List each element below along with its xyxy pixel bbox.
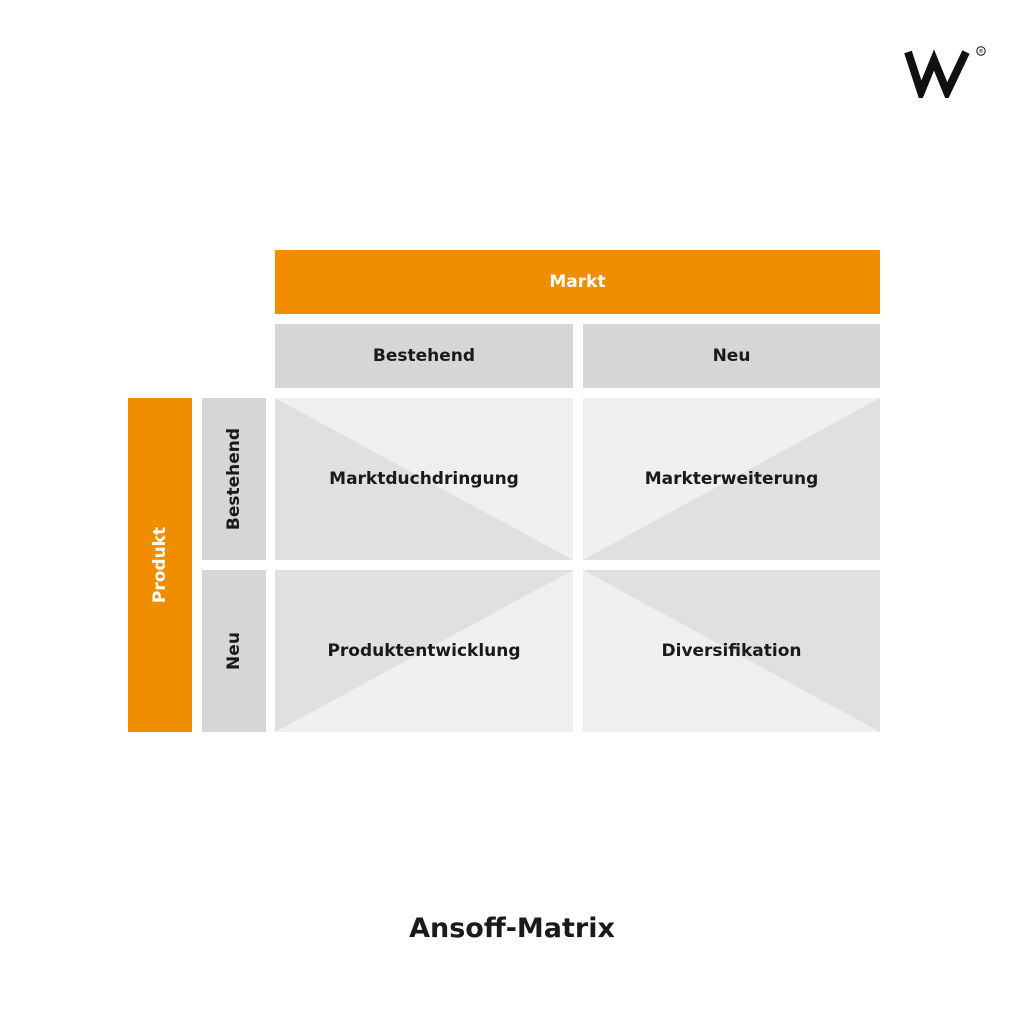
- market-column-existing: Bestehend: [275, 324, 573, 388]
- market-column-new: Neu: [583, 324, 880, 388]
- cell-background: [583, 570, 880, 732]
- cell-market-development: Markterweiterung: [583, 398, 880, 560]
- cell-market-penetration: Marktduchdringung: [275, 398, 573, 560]
- product-header-label: Produkt: [150, 526, 171, 604]
- cell-product-development-label: Produktentwicklung: [327, 641, 521, 661]
- cell-background: [275, 570, 573, 732]
- product-row-existing-label: Bestehend: [224, 427, 245, 531]
- market-header-label: Markt: [549, 272, 606, 292]
- cell-product-development: Produktentwicklung: [275, 570, 573, 732]
- cell-market-penetration-label: Marktduchdringung: [329, 469, 519, 489]
- diagram-title: Ansoff-Matrix: [409, 912, 615, 944]
- market-column-existing-label: Bestehend: [372, 346, 476, 366]
- market-column-new-label: Neu: [712, 346, 751, 366]
- cell-background: [583, 398, 880, 560]
- product-header: Produkt: [128, 398, 192, 732]
- product-row-existing: Bestehend: [202, 398, 266, 560]
- cell-diversification: Diversifikation: [583, 570, 880, 732]
- product-row-new-label: Neu: [224, 632, 244, 670]
- cell-background: [275, 398, 573, 560]
- w-logo-icon: ®: [904, 46, 990, 98]
- product-row-new: Neu: [202, 570, 266, 732]
- cell-market-development-label: Markterweiterung: [644, 469, 819, 489]
- cell-diversification-label: Diversifikation: [661, 641, 802, 661]
- market-header: Markt: [275, 250, 880, 314]
- registered-mark: ®: [978, 48, 984, 55]
